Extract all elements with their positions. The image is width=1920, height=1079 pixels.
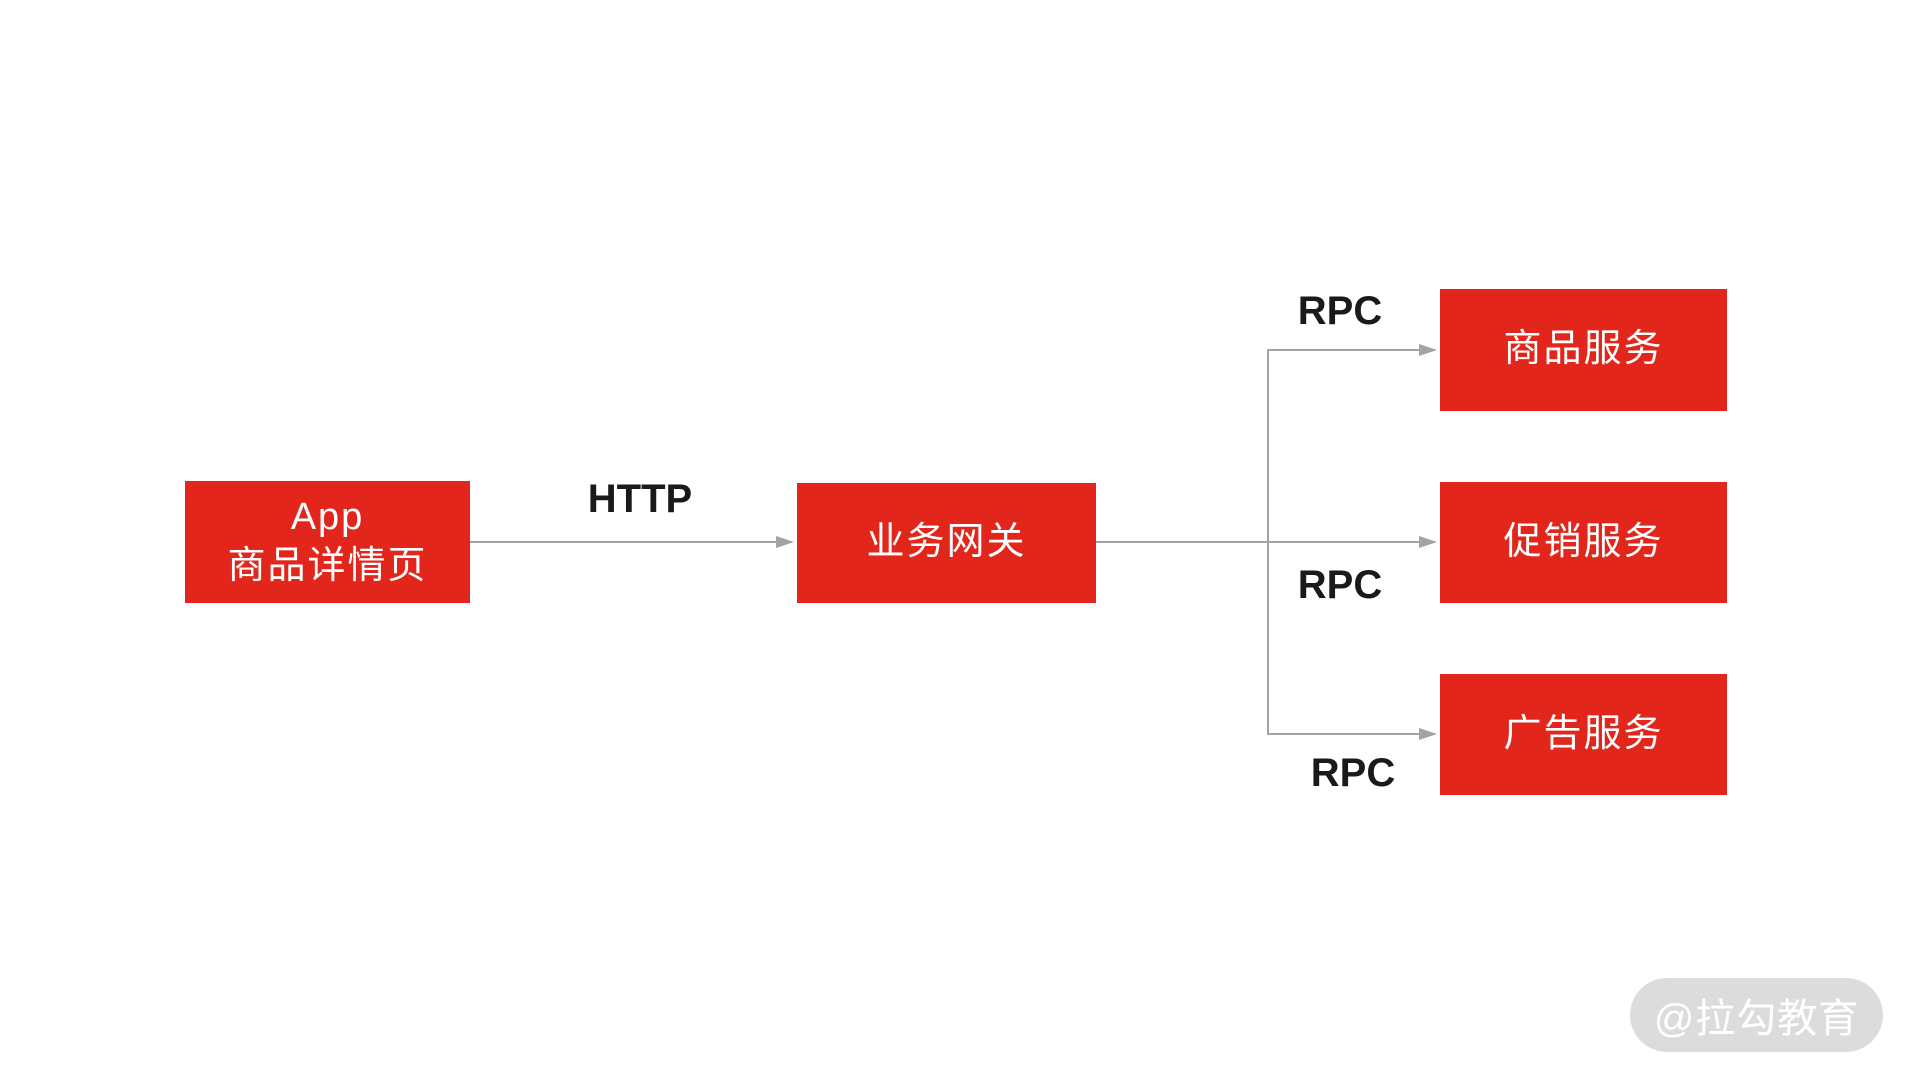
node-promotion-label: 促销服务 <box>1503 520 1664 563</box>
node-promotion-service: 促销服务 <box>1440 482 1727 603</box>
node-app-label-line2: 商品详情页 <box>227 545 428 587</box>
node-app-product-detail-page: App 商品详情页 <box>185 481 470 603</box>
node-ad-label: 广告服务 <box>1503 712 1664 755</box>
edge-label-rpc-product: RPC <box>1297 289 1383 333</box>
edge-gateway-to-product <box>1267 344 1437 542</box>
node-gateway-label: 业务网关 <box>866 521 1027 564</box>
node-ad-service: 广告服务 <box>1440 674 1727 795</box>
edge-label-http: HTTP <box>587 477 693 521</box>
edge-gateway-to-ad <box>1267 542 1437 740</box>
node-app-label-line1: App <box>290 495 365 538</box>
watermark-badge: @拉勾教育 <box>1630 978 1883 1052</box>
edge-label-rpc-promotion: RPC <box>1297 563 1383 607</box>
node-product-service: 商品服务 <box>1440 289 1727 411</box>
node-product-label: 商品服务 <box>1503 328 1664 371</box>
edge-label-rpc-ad: RPC <box>1310 751 1396 795</box>
node-business-gateway: 业务网关 <box>797 483 1096 603</box>
watermark-text: @拉勾教育 <box>1653 997 1860 1041</box>
